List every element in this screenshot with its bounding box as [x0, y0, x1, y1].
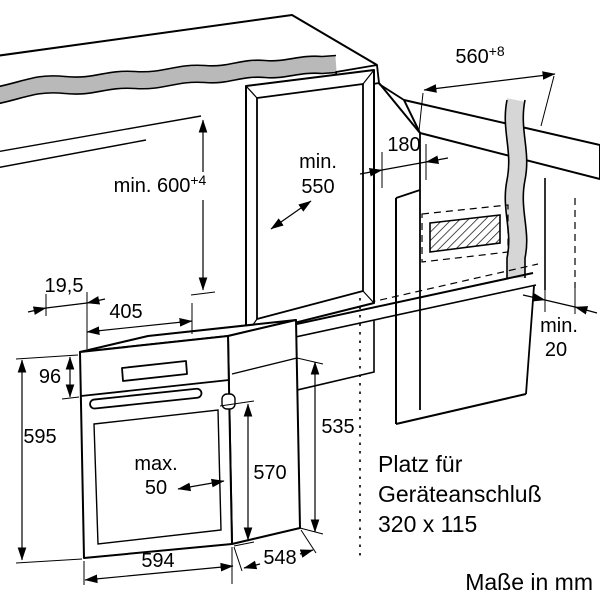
- connection-note-line2: Geräteanschluß: [378, 481, 542, 507]
- worktop-right: [378, 82, 600, 278]
- worktop-corner-seam: [378, 83, 405, 101]
- ext-line: [233, 541, 255, 547]
- dim-label: 548: [263, 547, 296, 569]
- dim-line: [243, 560, 261, 570]
- dim-line: [423, 71, 556, 93]
- dim-label: 560+8: [455, 43, 505, 68]
- dim-line: [299, 549, 314, 558]
- corner-post-edge: [378, 82, 421, 134]
- dim-top-offset-19-5: 19,5: [27, 275, 106, 349]
- dim-line: [86, 317, 193, 336]
- dim-niche-depth-550: min. 550: [270, 151, 337, 230]
- connection-note-line3: 320 x 115: [378, 511, 477, 537]
- dim-line: [381, 161, 427, 171]
- dim-handle-max-50: max. 50: [134, 453, 225, 499]
- ext-line: [233, 546, 243, 572]
- arrow-line: [574, 306, 598, 315]
- dim-body-height-535: 535: [296, 357, 355, 535]
- dimensions: 560+8 180 min. 550 min. 600+4: [15, 43, 598, 585]
- ext-line: [540, 75, 555, 127]
- tick-line: [190, 291, 216, 296]
- dim-label: 550: [301, 176, 334, 198]
- break-band: [505, 98, 527, 278]
- oven-side-face: [227, 319, 301, 545]
- dim-oven-depth-548: 548: [233, 529, 317, 572]
- dim-label: min. 600+4: [114, 172, 207, 197]
- dim-panel-height-96: 96: [15, 354, 80, 400]
- dim-label: 594: [141, 550, 174, 572]
- dim-label: min.: [540, 315, 578, 337]
- dim-niche-width-560: 560+8: [418, 43, 556, 132]
- dim-niche-height-600: min. 600+4: [114, 119, 216, 296]
- arrow-line: [86, 296, 106, 305]
- break-band-right-line: [522, 99, 528, 278]
- dim-label: 535: [321, 416, 354, 438]
- arrow-line: [359, 167, 383, 177]
- door-latch: [221, 393, 236, 410]
- arrow-line: [27, 306, 47, 315]
- dim-label: min.: [299, 151, 337, 173]
- control-panel-divider: [80, 379, 230, 397]
- opening-corner-line: [362, 69, 375, 85]
- arrow-line: [425, 155, 449, 165]
- dim-label: max.: [134, 453, 177, 475]
- worktop-edge-band-bottom-line: [0, 71, 337, 105]
- door-handle: [89, 387, 203, 410]
- opening-corner-line: [245, 85, 258, 99]
- dim-label: 570: [253, 462, 286, 484]
- worktop-edge-band: [0, 55, 337, 104]
- dim-oven-height-595: 595: [15, 359, 83, 564]
- opening-corner-line: [362, 290, 375, 304]
- display-window: [121, 360, 188, 382]
- worktop-top-edges: [0, 14, 378, 66]
- depth-arrow: [270, 200, 312, 230]
- tall-cabinet: [245, 69, 375, 336]
- dim-label: 50: [145, 477, 167, 499]
- ext-line: [296, 357, 324, 365]
- connection-dashed-outline: [421, 204, 509, 263]
- ext-line: [219, 400, 255, 407]
- niche-bottom-edge: [395, 393, 527, 425]
- dim-label: 19,5: [45, 275, 84, 297]
- door-outline: [93, 409, 222, 545]
- dim-line: [45, 302, 88, 309]
- worktop-edge-band-top-line: [0, 54, 337, 88]
- worktop-underside-line: [0, 115, 202, 153]
- oven-body-top-line: [231, 357, 298, 375]
- niche-right-edge: [525, 285, 535, 395]
- dim-label: 96: [39, 366, 61, 388]
- ext-line: [300, 529, 317, 554]
- oven: [79, 319, 301, 559]
- dim-line: [544, 299, 576, 308]
- dim-top-width-405: 405: [86, 301, 193, 336]
- ext-line: [15, 558, 83, 564]
- dim-label: 405: [109, 301, 142, 323]
- worktop-underside-line: [0, 139, 147, 168]
- dim-line: [177, 478, 225, 492]
- dim-label: 595: [23, 426, 56, 448]
- dim-rear-clearance-20: min. 20: [522, 288, 598, 361]
- notes: Platz für Geräteanschluß 320 x 115 Maße …: [378, 451, 593, 595]
- connection-hatch-area: [429, 214, 501, 253]
- ext-line: [15, 354, 79, 360]
- dim-label: 20: [545, 339, 567, 361]
- dim-oven-width-594: 594: [83, 547, 234, 585]
- dim-line: [84, 562, 234, 584]
- dim-door-height-570: 570: [219, 400, 287, 547]
- niche-top-edge: [395, 189, 421, 199]
- break-band-left-line: [504, 99, 510, 278]
- arrow-line: [522, 293, 546, 302]
- connection-note-line1: Platz für: [378, 451, 463, 477]
- ext-line: [61, 396, 80, 400]
- dim-corner-panel-180: 180: [359, 134, 449, 188]
- units-note: Maße in mm: [465, 569, 593, 595]
- right-worktop-surface: [403, 99, 600, 180]
- dim-label: 180: [387, 134, 420, 156]
- ext-line: [418, 92, 424, 132]
